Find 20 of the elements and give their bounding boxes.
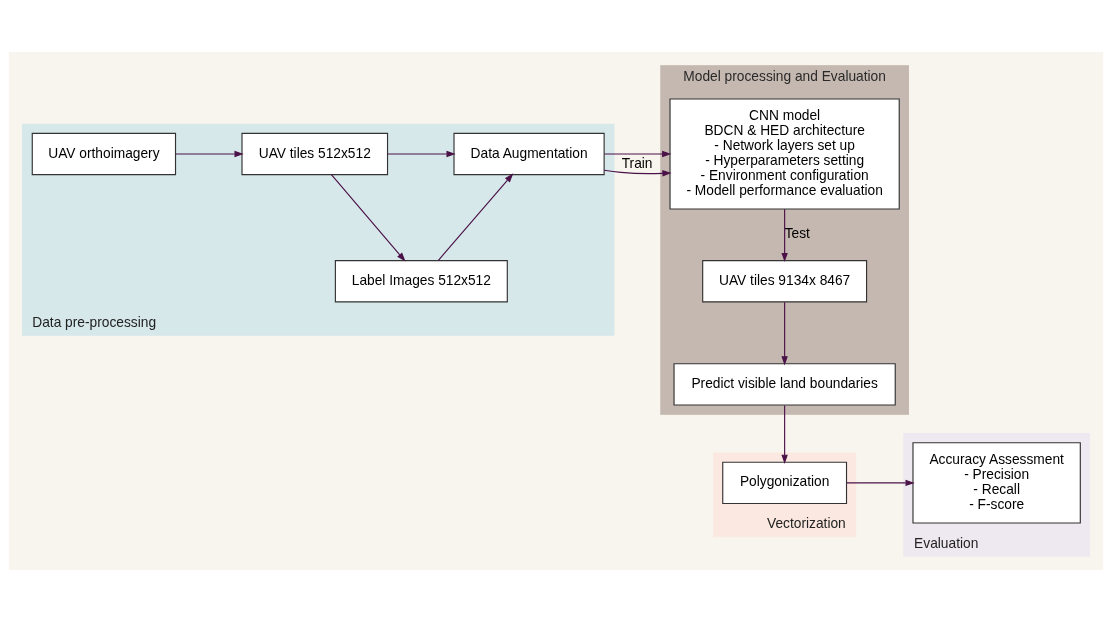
node-box: CNN model BDCN & HED architecture - Network layers set up - Hyperparameters setting - Environment configuration - Modell performance evaluation [669,97,900,210]
arrow [437,172,514,261]
node-box: UAV tiles 9134x 8467 [702,259,868,302]
arrow [387,150,456,157]
edge-label: Train [621,155,653,171]
arrow [781,301,788,365]
arrow [175,150,244,157]
node-box: UAV tiles 512x512 [241,132,389,175]
node-box: Accuracy Assessment - Precision - Recall - F-score [912,441,1081,524]
arrow [603,150,672,177]
node-box: Label Images 512x512 [334,259,508,302]
node-box: Predict visible land boundaries [673,362,896,406]
arrow [781,208,788,262]
arrow [846,479,915,486]
arrow [781,404,788,464]
node-box: Polygonization [722,461,848,504]
arrow [330,173,406,262]
node-box: Data Augmentation [453,132,605,175]
edge-label: Test [784,225,810,241]
node-box: UAV orthoimagery [31,132,177,175]
